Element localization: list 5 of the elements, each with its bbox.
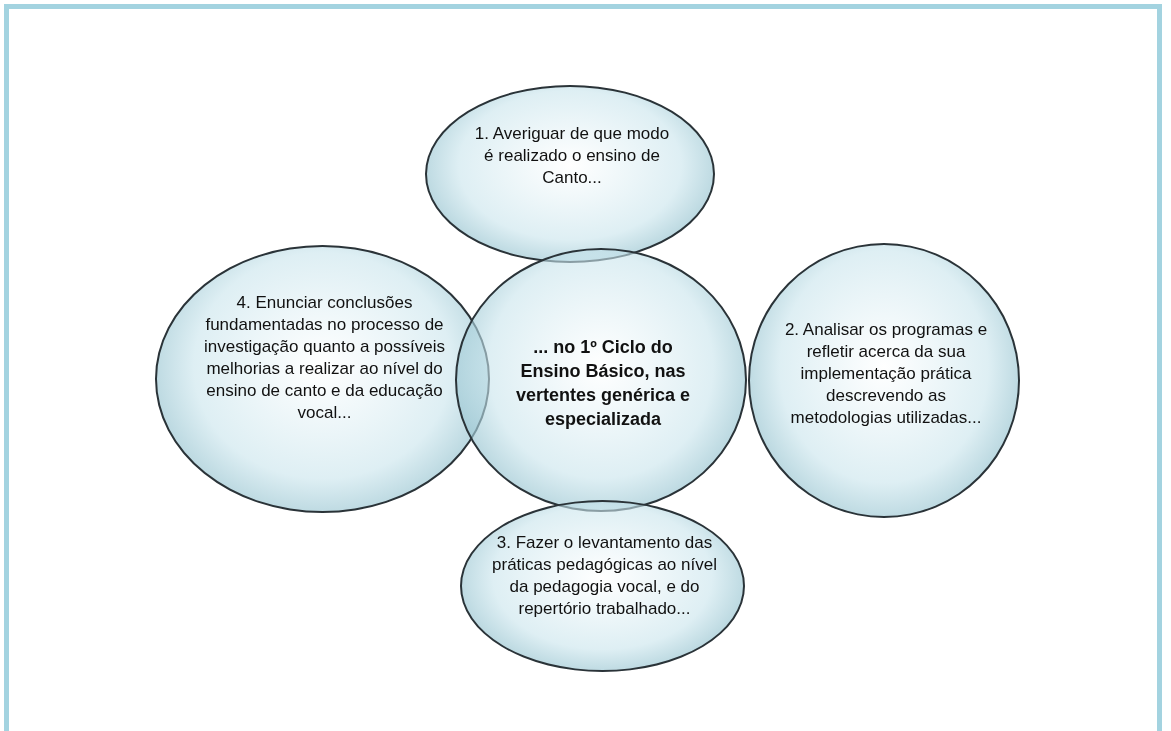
objective-text: 1. Averiguar de que modo é realizado o ensino de Canto... [473, 123, 671, 189]
objective-text: 4. Enunciar conclusões fundamentadas no processo de investigação quanto a possíveis melhorias a realizar ao nível do ensino de canto e da educação vocal... [203, 292, 446, 424]
objective-text: 2. Analisar os programas e refletir acerca da sua implementação prática descrevendo as metodologias utilizadas... [783, 319, 989, 429]
central-text: ... no 1º Ciclo do Ensino Básico, nas vertentes genérica e especializada [514, 336, 692, 431]
objective-text: 3. Fazer o levantamento das práticas pedagógicas ao nível da pedagogia vocal, e do repertório trabalhado... [491, 532, 718, 620]
